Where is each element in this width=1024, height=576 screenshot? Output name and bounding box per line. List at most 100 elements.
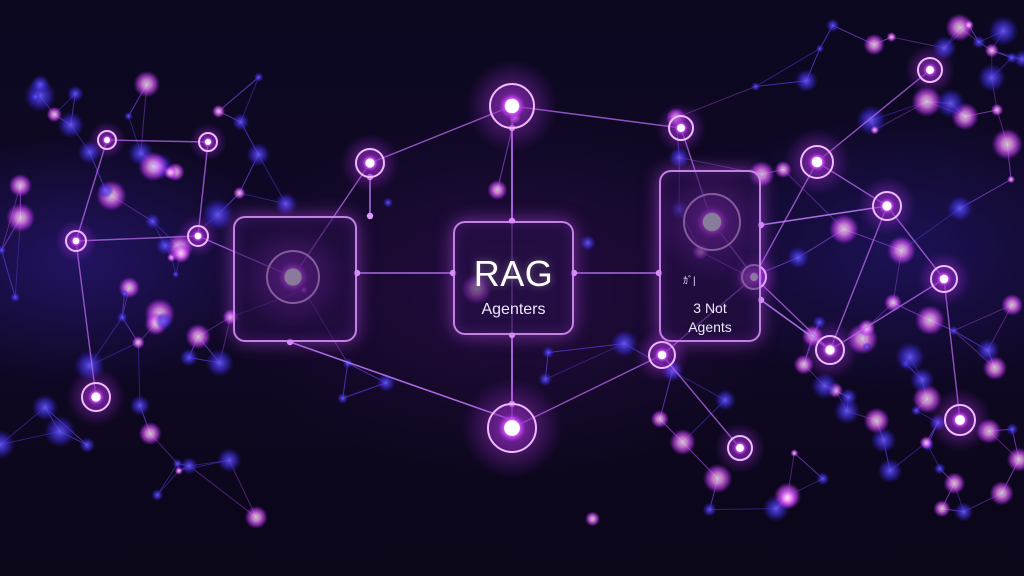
agents-card-line2: Agents xyxy=(688,319,732,335)
background-node xyxy=(120,289,129,298)
background-node xyxy=(933,462,946,475)
background-node xyxy=(914,305,946,336)
background-edge xyxy=(156,463,178,496)
background-node xyxy=(46,106,63,123)
background-node xyxy=(794,69,818,93)
node-core xyxy=(882,201,892,211)
background-node xyxy=(963,19,974,31)
background-node xyxy=(0,429,15,460)
background-node xyxy=(714,389,736,411)
background-node xyxy=(839,388,858,407)
background-edge xyxy=(545,343,625,380)
rag-title: RAG xyxy=(473,253,554,294)
background-node xyxy=(205,349,234,377)
node-core xyxy=(504,420,520,436)
node-core xyxy=(72,237,80,245)
background-node xyxy=(233,186,246,200)
background-node xyxy=(945,13,974,42)
background-edge xyxy=(342,363,349,399)
agents-card-glyph: ｶﾞ| xyxy=(683,276,696,287)
background-node xyxy=(67,85,84,102)
background-node xyxy=(777,488,798,509)
background-node xyxy=(172,270,180,278)
background-node xyxy=(274,192,298,216)
background-node xyxy=(977,63,1006,92)
agents-card-line1: 3 Not xyxy=(693,300,727,316)
background-node xyxy=(124,111,133,121)
background-node xyxy=(702,502,717,517)
background-node xyxy=(989,481,1014,506)
background-node xyxy=(982,355,1008,381)
background-node xyxy=(585,511,601,527)
node-core xyxy=(926,66,934,74)
node-core xyxy=(91,392,101,402)
background-node xyxy=(935,88,966,119)
background-node xyxy=(129,395,151,416)
background-node xyxy=(180,457,198,475)
node-core xyxy=(955,415,965,425)
background-node xyxy=(828,214,860,245)
background-node xyxy=(870,427,897,454)
background-node xyxy=(787,246,810,269)
rag-subtitle: Agenters xyxy=(481,301,546,318)
background-node xyxy=(382,197,394,208)
background-node xyxy=(163,165,177,180)
background-node xyxy=(43,415,76,448)
background-node xyxy=(185,323,211,350)
background-node xyxy=(991,128,1023,160)
background-node xyxy=(116,311,128,323)
background-node xyxy=(877,458,903,484)
background-node xyxy=(669,428,696,456)
background-node xyxy=(155,236,175,256)
background-node xyxy=(172,458,183,469)
background-edge xyxy=(342,363,349,399)
background-node xyxy=(10,292,21,303)
background-node xyxy=(244,505,268,529)
background-node xyxy=(1005,51,1018,64)
background-node xyxy=(232,113,250,131)
rag-card: RAG Agenters xyxy=(453,221,574,335)
background-node xyxy=(253,72,264,83)
background-node xyxy=(57,111,84,139)
background-edge xyxy=(218,76,259,112)
background-node xyxy=(154,311,173,331)
node-core xyxy=(825,345,835,355)
node-core xyxy=(104,137,110,143)
background-node xyxy=(895,341,925,372)
background-node xyxy=(943,472,966,495)
background-node xyxy=(946,195,973,222)
background-node xyxy=(910,405,922,416)
background-node xyxy=(30,91,41,102)
background-node xyxy=(1006,447,1024,472)
background-node xyxy=(97,182,114,199)
background-node xyxy=(862,342,872,351)
background-node xyxy=(337,392,349,404)
background-node xyxy=(30,74,50,95)
background-node xyxy=(833,397,861,425)
background-node xyxy=(650,409,669,429)
background-node xyxy=(8,173,33,198)
background-node xyxy=(579,234,596,251)
background-node xyxy=(217,448,242,473)
background-node xyxy=(933,499,951,518)
background-edge xyxy=(188,465,257,518)
background-node xyxy=(151,489,164,502)
background-edge xyxy=(218,76,259,112)
background-node xyxy=(790,449,799,457)
background-node xyxy=(133,70,161,98)
background-node xyxy=(909,367,935,393)
background-node xyxy=(174,466,183,475)
background-node xyxy=(751,81,761,92)
background-node xyxy=(886,32,897,43)
background-node xyxy=(988,15,1019,46)
node-core xyxy=(205,139,211,145)
connector-dot xyxy=(366,212,374,220)
node-core xyxy=(504,98,520,114)
node-core xyxy=(811,156,823,168)
left-node-card xyxy=(233,216,357,342)
background-node xyxy=(816,472,830,486)
background-edge xyxy=(1,250,16,298)
background-edge xyxy=(1,250,16,298)
node-core xyxy=(194,232,202,240)
